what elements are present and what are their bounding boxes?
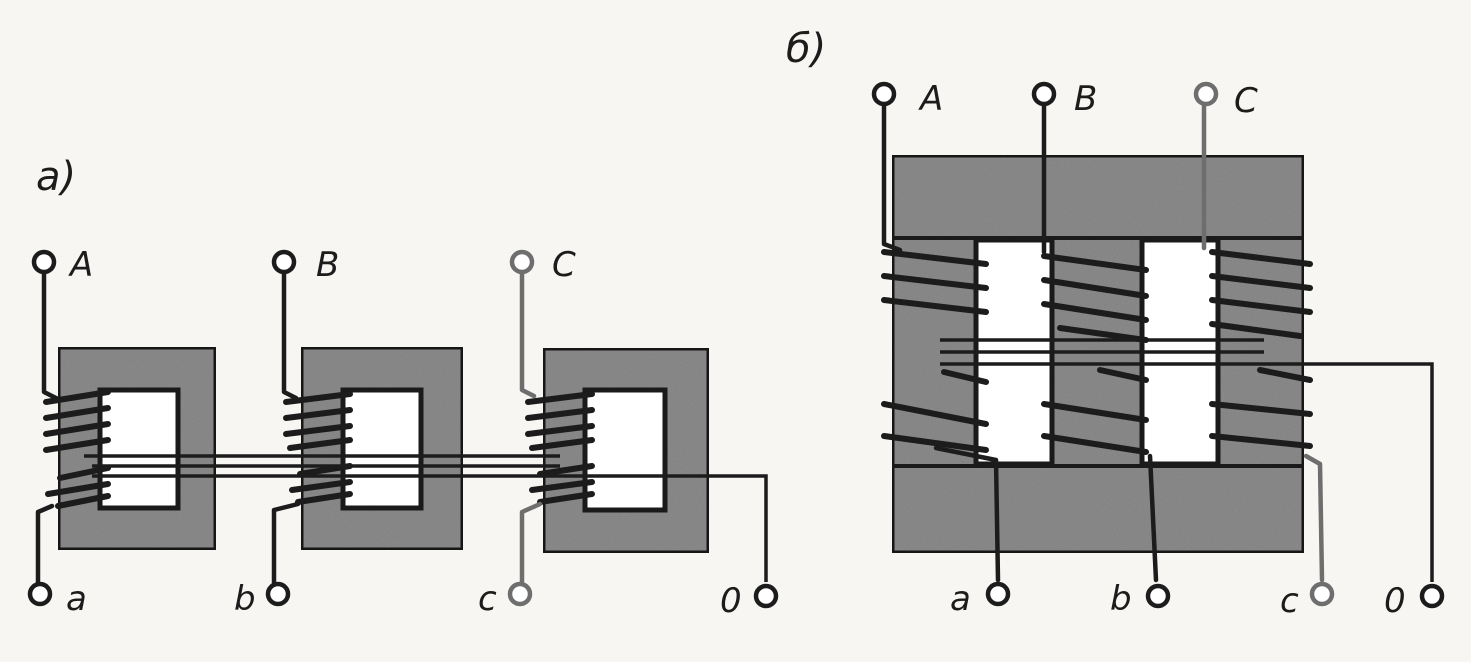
panel-b: б) (786, 26, 1445, 621)
panel-b-label-C: C (1234, 81, 1258, 121)
panel-b-leads (881, 101, 1325, 583)
panel-b-label-B: B (1074, 79, 1097, 119)
panel-b-winding-left (881, 249, 989, 453)
panel-b-terminal-B (1031, 81, 1057, 107)
panel-a-winding-c (525, 391, 595, 505)
panel-b-terminal-C (1193, 81, 1219, 107)
panel-a-core-c (540, 345, 712, 556)
panel-a-terminal-B (271, 249, 297, 275)
panel-b-core (889, 152, 1307, 556)
panel-a-winding-a (43, 389, 111, 509)
panel-b-label-a: a (950, 579, 971, 619)
panel-a-terminal-zero (753, 583, 779, 609)
panel-b-terminal-a (985, 581, 1011, 607)
panel-b-terminal-c (1309, 581, 1335, 607)
panel-a-core-b (298, 344, 466, 553)
panel-b-terminal-b (1145, 583, 1171, 609)
panel-a-terminal-a (27, 581, 53, 607)
panel-a-leads (35, 269, 543, 587)
panel-b-label-zero: 0 (1384, 581, 1406, 621)
panel-a-terminal-c (507, 581, 533, 607)
panel-a-core-a (55, 344, 219, 553)
panel-b-label-A: A (918, 79, 943, 119)
panel-b-winding-right (1209, 249, 1313, 449)
panel-a-label-a: a (66, 579, 87, 619)
panel-a: a) (27, 154, 779, 621)
panel-a-terminal-A (31, 249, 57, 275)
panel-b-terminal-zero (1419, 583, 1445, 609)
panel-b-terminal-A (871, 81, 897, 107)
panel-a-terminal-b (265, 581, 291, 607)
panel-b-caption: б) (786, 26, 826, 72)
panel-a-terminal-C (509, 249, 535, 275)
panel-b-winding-middle (1041, 253, 1149, 455)
panel-b-label-b: b (1110, 579, 1132, 619)
panel-a-label-C: C (552, 245, 576, 285)
panel-a-label-b: b (234, 579, 256, 619)
panel-a-label-A: A (68, 245, 93, 285)
panel-a-label-c: c (478, 579, 497, 619)
panel-a-neutral-bus (84, 454, 768, 582)
panel-a-label-zero: 0 (720, 581, 742, 621)
panel-b-label-c: c (1280, 581, 1299, 621)
panel-a-label-B: B (316, 245, 339, 285)
panel-b-neutral-bus (940, 338, 1434, 582)
panel-a-caption: a) (36, 154, 76, 200)
